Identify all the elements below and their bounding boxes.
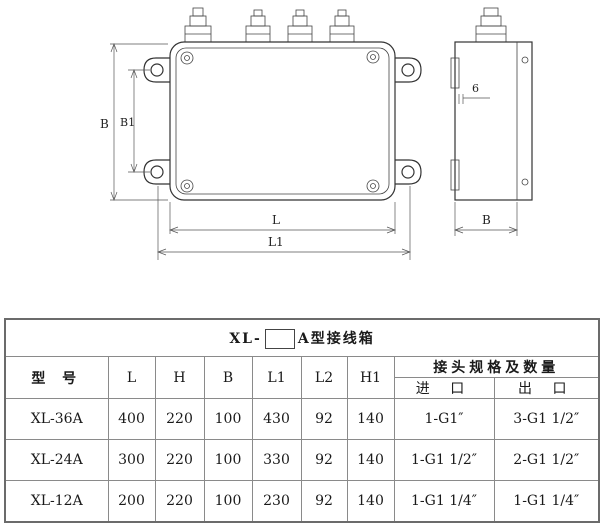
table-row: XL-24A 300 220 100 330 92 140 1-G1 1/2″ … [4, 439, 600, 481]
cell-inlet: 1-G1 1/2″ [393, 439, 495, 481]
header-l: L [107, 356, 156, 399]
cell-l2: 92 [300, 398, 348, 440]
spec-table: XL-A型接线箱 型 号 L H B L1 L2 H1 接头规格及数量 进 口 … [4, 318, 600, 523]
cell-h1: 140 [346, 439, 395, 481]
side-body [454, 41, 533, 201]
cell-outlet: 1-G1 1/4″ [493, 480, 600, 523]
cell-outlet: 3-G1 1/2″ [493, 398, 600, 440]
cell-model: XL-36A [4, 398, 109, 440]
cell-inlet: 1-G1 1/4″ [393, 480, 495, 523]
header-model: 型 号 [4, 356, 109, 399]
cell-h: 220 [154, 398, 205, 440]
cell-b: 100 [203, 398, 253, 440]
dim-label-b1: B1 [120, 116, 135, 129]
cell-h1: 140 [346, 398, 395, 440]
cell-l1: 230 [251, 480, 302, 523]
header-h1: H1 [346, 356, 395, 399]
cell-h: 220 [154, 480, 205, 523]
mounting-ears [143, 57, 422, 185]
box-body [169, 41, 396, 201]
cable-glands [184, 7, 355, 43]
cover-screws [180, 50, 380, 193]
cell-l1: 430 [251, 398, 302, 440]
cell-outlet: 2-G1 1/2″ [493, 439, 600, 481]
header-l2: L2 [300, 356, 348, 399]
header-connector-group: 接头规格及数量 [393, 356, 600, 378]
dim-label-side-b: B [482, 213, 491, 227]
table-title: XL- A型接线箱 [4, 318, 600, 357]
title-suffix: A型接线箱 [297, 330, 375, 347]
front-view: B B1 L L1 [100, 7, 422, 260]
technical-drawing: B B1 L L1 [100, 7, 533, 260]
cell-b: 100 [203, 439, 253, 481]
header-l1: L1 [251, 356, 302, 399]
cell-l2: 92 [300, 439, 348, 481]
dim-label-6: 6 [472, 82, 479, 95]
cell-b: 100 [203, 480, 253, 523]
title-prefix: XL- [229, 330, 262, 347]
side-view: 6 B [450, 7, 533, 236]
cell-h1: 140 [346, 480, 395, 523]
spec-table-container: XL-A型接线箱 型 号 L H B L1 L2 H1 接头规格及数量 进 口 … [4, 318, 600, 523]
dim-label-l1: L1 [268, 235, 284, 249]
header-inlet: 进 口 [393, 377, 495, 399]
header-outlet: 出 口 [493, 377, 600, 399]
dim-label-b: B [100, 117, 109, 131]
cell-l: 400 [107, 398, 156, 440]
cell-l: 300 [107, 439, 156, 481]
cell-h: 220 [154, 439, 205, 481]
cell-inlet: 1-G1″ [393, 398, 495, 440]
table-row: XL-36A 400 220 100 430 92 140 1-G1″ 3-G1… [4, 398, 600, 440]
title-blank-box [264, 328, 295, 349]
cell-l1: 330 [251, 439, 302, 481]
cell-model: XL-24A [4, 439, 109, 481]
cell-l2: 92 [300, 480, 348, 523]
header-b: B [203, 356, 253, 399]
table-row: XL-12A 200 220 100 230 92 140 1-G1 1/4″ … [4, 480, 600, 523]
dim-label-l: L [272, 213, 280, 227]
cell-l: 200 [107, 480, 156, 523]
cell-model: XL-12A [4, 480, 109, 523]
header-h: H [154, 356, 205, 399]
